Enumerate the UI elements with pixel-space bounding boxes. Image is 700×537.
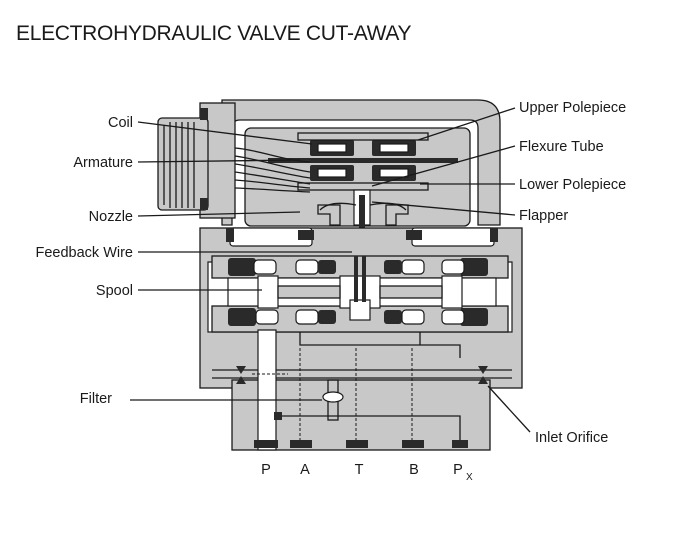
label-upper-polepiece: Upper Polepiece	[519, 100, 626, 116]
port-p: P	[261, 462, 271, 478]
port-b: B	[409, 462, 419, 478]
port-px-subscript: X	[466, 472, 473, 483]
label-coil: Coil	[108, 115, 133, 131]
label-inlet-orifice: Inlet Orifice	[535, 430, 608, 446]
label-flapper: Flapper	[519, 208, 568, 224]
label-nozzle: Nozzle	[89, 209, 133, 225]
label-lower-polepiece: Lower Polepiece	[519, 177, 626, 193]
diagram-title: ELECTROHYDRAULIC VALVE CUT-AWAY	[16, 22, 412, 45]
label-spool: Spool	[96, 283, 133, 299]
label-filter: Filter	[80, 391, 112, 407]
label-armature: Armature	[73, 155, 133, 171]
label-feedback-wire: Feedback Wire	[35, 245, 133, 261]
leader-lines	[130, 107, 531, 433]
port-px: P	[453, 462, 463, 478]
port-t: T	[355, 462, 364, 478]
port-a: A	[300, 462, 310, 478]
label-flexure-tube: Flexure Tube	[519, 139, 604, 155]
spool	[257, 256, 463, 321]
internal-passages	[212, 329, 512, 451]
